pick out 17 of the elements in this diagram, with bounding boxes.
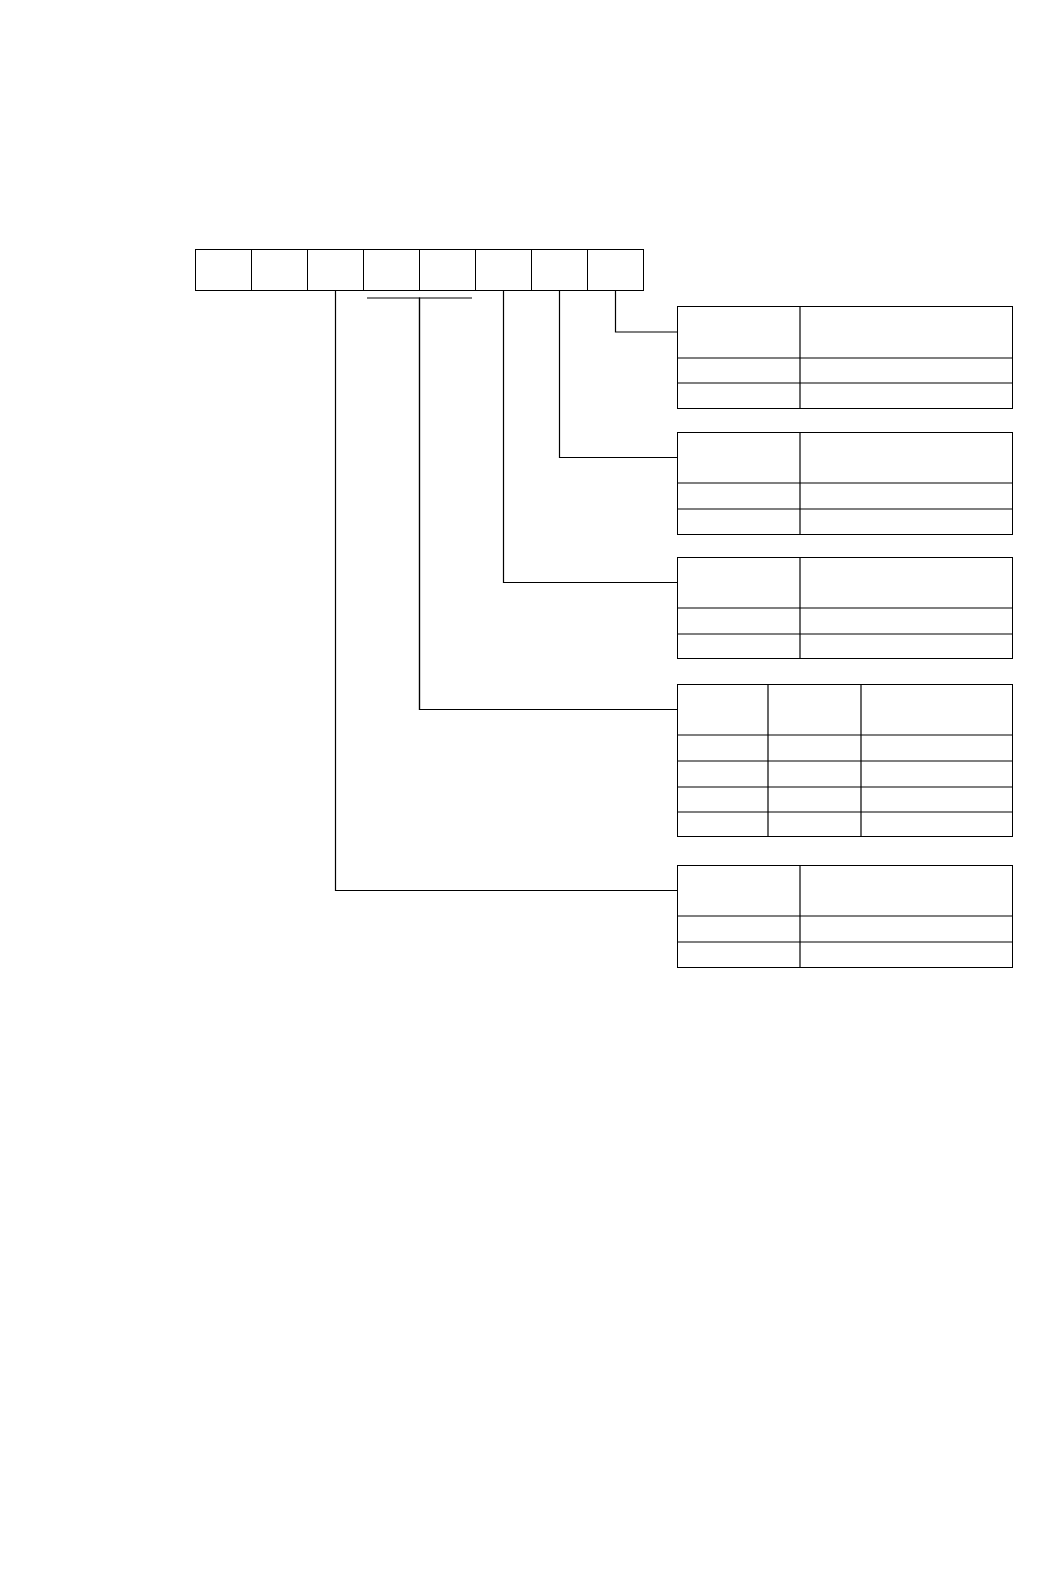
empty-cell [419, 249, 476, 291]
empty-table [677, 865, 1013, 968]
connector-line [502, 290, 678, 584]
empty-table [677, 684, 1013, 837]
empty-cell [531, 249, 588, 291]
empty-cell [475, 249, 532, 291]
empty-cell [307, 249, 364, 291]
empty-table [677, 432, 1013, 535]
empty-table [677, 557, 1013, 659]
empty-cell [195, 249, 252, 291]
connector-line [558, 290, 678, 459]
connector-line [614, 290, 678, 333]
connector-line [334, 290, 678, 892]
empty-cell [251, 249, 308, 291]
empty-cell [363, 249, 420, 291]
empty-cell [587, 249, 644, 291]
empty-table [677, 306, 1013, 409]
